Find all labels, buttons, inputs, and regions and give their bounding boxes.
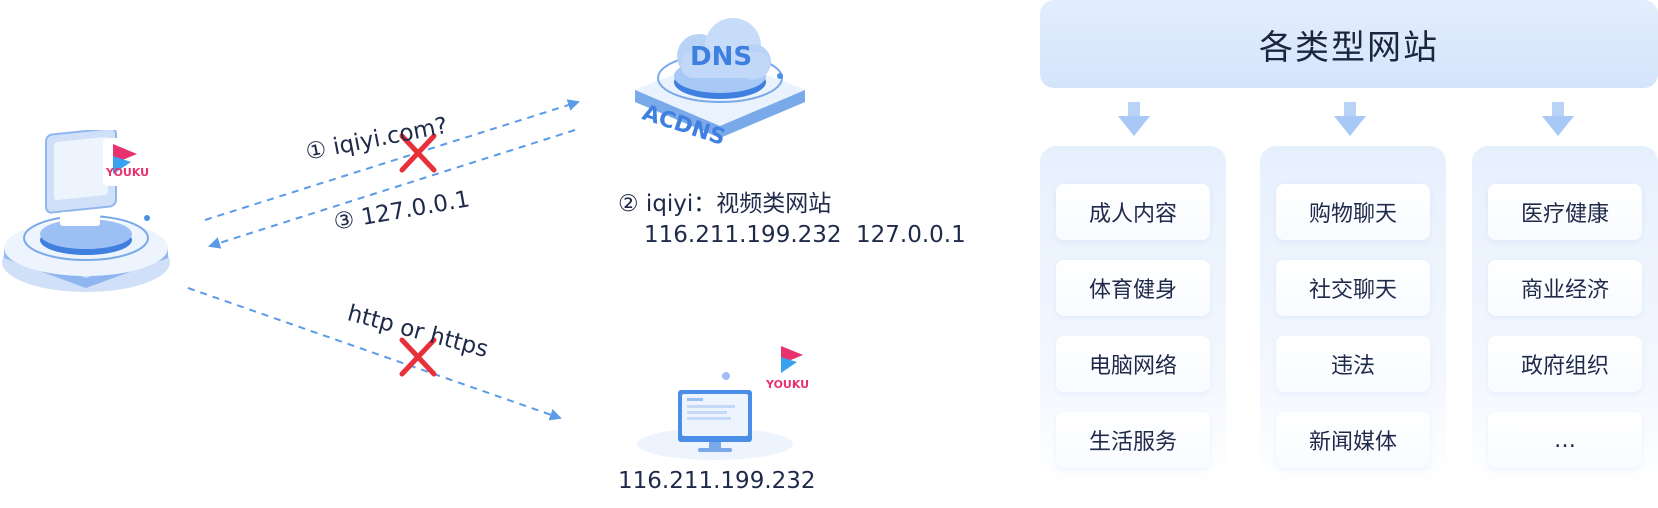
- category-item: 购物聊天: [1276, 184, 1430, 240]
- category-column-2: 购物聊天 社交聊天 违法 新闻媒体: [1260, 146, 1446, 486]
- category-column-1: 成人内容 体育健身 电脑网络 生活服务: [1040, 146, 1226, 486]
- category-item: 生活服务: [1056, 412, 1210, 468]
- category-item: 违法: [1276, 336, 1430, 392]
- category-item: 新闻媒体: [1276, 412, 1430, 468]
- dns-cloud-label: DNS: [690, 42, 753, 72]
- down-arrow-icon: [1334, 102, 1366, 136]
- category-item: 商业经济: [1488, 260, 1642, 316]
- category-item: 电脑网络: [1056, 336, 1210, 392]
- category-item: 成人内容: [1056, 184, 1210, 240]
- category-panel-title: 各类型网站: [1259, 27, 1439, 68]
- query-arrow: [204, 99, 580, 221]
- down-arrow-icon: [1542, 102, 1574, 136]
- category-item: 社交聊天: [1276, 260, 1430, 316]
- category-item: 体育健身: [1056, 260, 1210, 316]
- client-brand-label: YOUKU: [106, 166, 150, 179]
- http-arrow: [187, 287, 562, 421]
- server-ip-label: 116.211.199.232: [618, 468, 816, 494]
- blocked-mark-query: [399, 133, 437, 173]
- server-brand-label: YOUKU: [766, 378, 810, 391]
- dns-server-icon: [635, 18, 805, 138]
- category-item: 医疗健康: [1488, 184, 1642, 240]
- down-arrow-icon: [1118, 102, 1150, 136]
- client-computer-icon: [2, 130, 170, 292]
- blocked-mark-http: [399, 337, 437, 377]
- category-panel-header: 各类型网站: [1040, 0, 1658, 88]
- dns-real-ip: 116.211.199.232: [644, 222, 842, 248]
- dns-category-label: ② iqiyi：视频类网站: [618, 191, 832, 217]
- category-column-3: 医疗健康 商业经济 政府组织 …: [1472, 146, 1658, 486]
- category-item: …: [1488, 412, 1642, 468]
- dns-fake-ip: 127.0.0.1: [856, 222, 966, 248]
- category-item: 政府组织: [1488, 336, 1642, 392]
- web-server-icon: [637, 340, 812, 460]
